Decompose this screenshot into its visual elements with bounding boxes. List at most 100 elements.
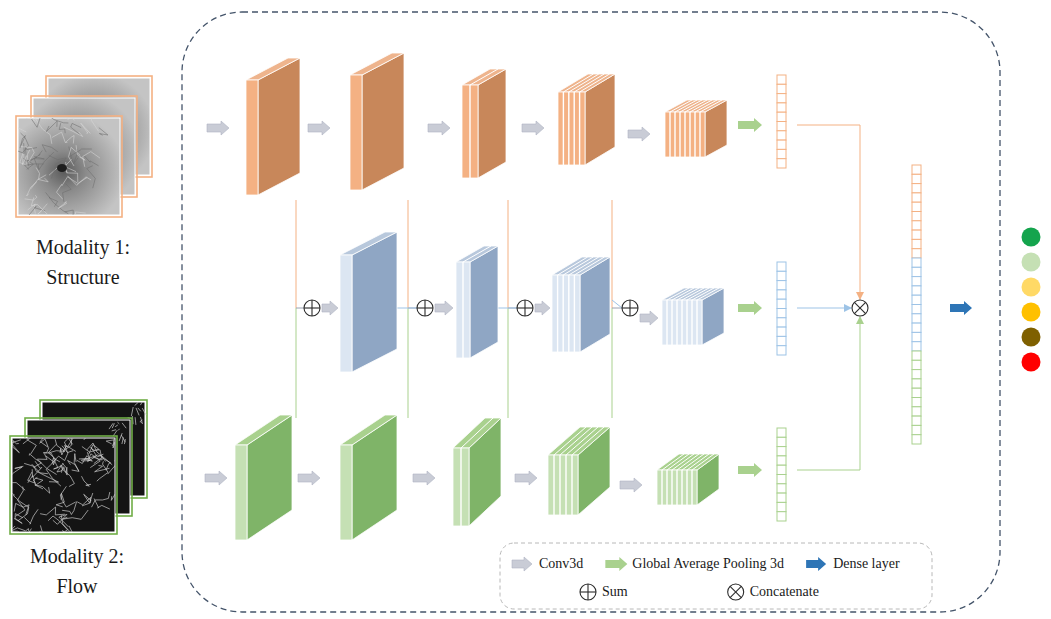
feature-vector-cell (777, 281, 786, 290)
block-front (235, 445, 247, 540)
flow-slice-border (10, 436, 117, 534)
image-area (2, 398, 152, 541)
block-front (456, 262, 470, 358)
structure-vessel (65, 210, 80, 215)
block-slice-line (553, 455, 554, 515)
feature-vector-cell (912, 398, 921, 407)
block-top (462, 69, 506, 85)
structure-vessel (91, 118, 98, 131)
connector-line (498, 308, 517, 309)
block-slice-line (692, 454, 714, 470)
flow-slice (12, 438, 115, 532)
sum-symbol (524, 300, 525, 316)
flow-vessel (28, 472, 38, 483)
block-arrow (515, 471, 537, 485)
flow-vessel (35, 485, 50, 493)
feature-vector-cell (777, 327, 786, 336)
block-slice-line (572, 427, 604, 455)
structure-vessel (38, 152, 54, 170)
flow-vessel (111, 489, 115, 500)
block-top (548, 427, 610, 455)
block-top (340, 232, 397, 255)
feature-vector-cell (777, 456, 786, 465)
legend-text: Sum (602, 583, 628, 601)
block-slice-line (568, 275, 569, 352)
block-arrow (535, 301, 550, 315)
block-top (453, 418, 501, 448)
block-slice-line (692, 288, 714, 300)
flow-vessel (140, 417, 142, 423)
flow-vessel (12, 439, 19, 452)
legend-frame (500, 543, 932, 609)
sum-symbol (622, 300, 638, 316)
block-slice-line (700, 100, 722, 112)
connector-line (296, 308, 297, 418)
feature-vector-cell (912, 388, 921, 397)
block-slice-line (574, 74, 604, 92)
block-slice-line (574, 275, 575, 352)
connector-line (797, 308, 851, 309)
block-slice-line (682, 454, 704, 470)
block-slice-line (690, 100, 712, 112)
feature-vector-cell (777, 75, 786, 84)
block-top (456, 246, 498, 262)
block-top (558, 74, 615, 92)
flow-vessel (12, 466, 23, 479)
block-slice-line (689, 112, 690, 157)
block-top (662, 288, 724, 300)
structure-vessel (83, 152, 100, 167)
flow-vessel (27, 438, 37, 454)
block-slice-line (566, 427, 598, 455)
flow-vessel (12, 440, 21, 453)
feature-vector-cell (912, 314, 921, 323)
feature-vector-cell (912, 267, 921, 276)
feature-vector-cell (912, 435, 921, 444)
feature-vector-cell (912, 193, 921, 202)
feature-vector-cell (777, 271, 786, 280)
fovea-spot (57, 164, 67, 172)
flow-vessel (142, 408, 146, 415)
flow-vessel (135, 402, 139, 405)
class-dot (1022, 253, 1041, 272)
structure-vessel (62, 177, 88, 186)
feature-vector-cell (912, 379, 921, 388)
flow-vessel (53, 458, 62, 469)
block-arrow (620, 478, 642, 492)
structure-vessel (21, 147, 34, 162)
feature-vector-cell (912, 342, 921, 351)
block-arrow (435, 301, 453, 315)
structure-vessel (48, 118, 68, 123)
feature-vector-cell (777, 484, 786, 493)
block-top (657, 454, 719, 470)
block-slice-line (666, 300, 667, 345)
block-slice-line (674, 112, 675, 157)
network-frame (182, 12, 1000, 612)
flow-vessel (53, 514, 69, 526)
flow-vessel (121, 435, 125, 442)
block-front (657, 470, 697, 505)
structure-vessel (35, 118, 52, 144)
sum-symbol (629, 300, 630, 316)
block-front (462, 85, 478, 178)
feature-vector-cell (912, 370, 921, 379)
block-arrow (950, 301, 972, 315)
flow-vessel (62, 501, 77, 514)
flow-vessel (115, 425, 118, 427)
feature-vector-cell (777, 309, 786, 318)
structure-vessel (31, 197, 48, 215)
flow-vessel (74, 454, 79, 472)
sum-symbol (311, 300, 312, 316)
modality-stack: Modality 2: Flow (2, 398, 152, 601)
block-slice-line (691, 300, 692, 345)
structure-vessel (58, 202, 67, 209)
feature-vector-cell (912, 277, 921, 286)
connector-line (408, 308, 409, 418)
feature-vector-cell (777, 318, 786, 327)
block-slice-line (565, 455, 566, 515)
feature-vector-cell (777, 447, 786, 456)
modality-label: Modality 1: Structure (18, 232, 148, 292)
feature-vector-cell (912, 202, 921, 211)
connector-line (612, 308, 613, 418)
structure-vessel (85, 156, 99, 166)
